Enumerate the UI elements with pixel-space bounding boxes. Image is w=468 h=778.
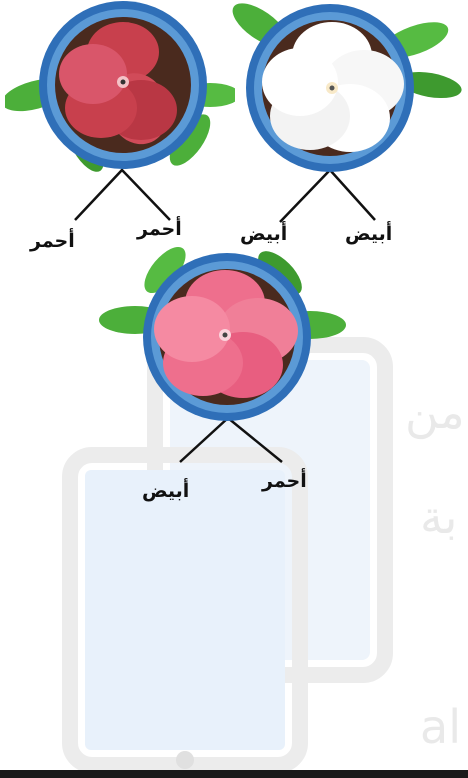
watermark-text-1: من [405, 385, 465, 439]
parent-1-allele-right: أحمر [137, 218, 182, 240]
parent-2-allele-left: أبيض [240, 223, 288, 245]
offspring-allele-right: أحمر [262, 470, 307, 492]
watermark-text-2: بة [420, 490, 458, 544]
offspring-allele-left: أبيض [142, 480, 190, 502]
bottom-border [0, 770, 468, 778]
white-flower-icon [232, 3, 462, 172]
watermark-text-3: al [420, 700, 461, 754]
parent-1-allele-left: أحمر [30, 230, 75, 252]
parent-2-allele-right: أبيض [345, 223, 393, 245]
red-flower-icon [5, 1, 235, 172]
pink-flower-icon [99, 246, 346, 421]
